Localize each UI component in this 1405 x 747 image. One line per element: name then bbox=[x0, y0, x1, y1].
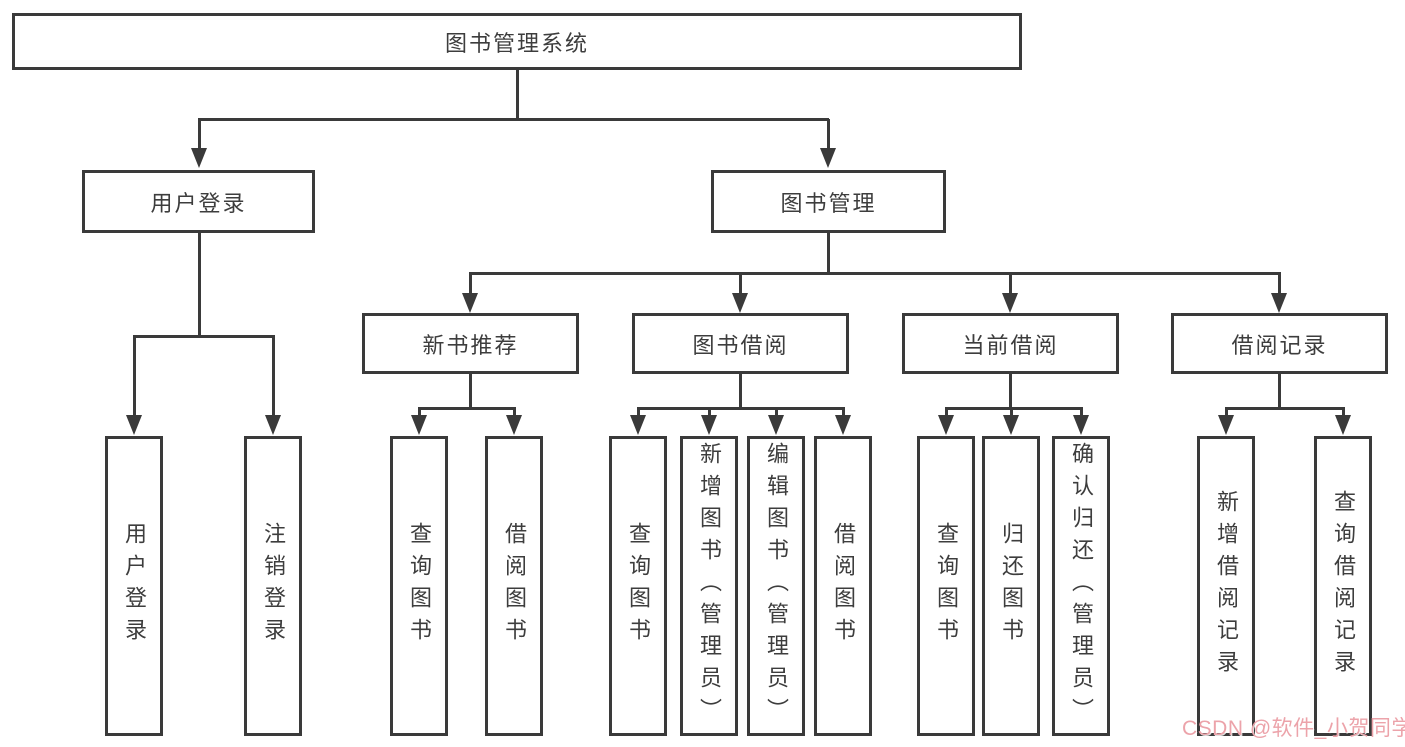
leaf-borrow-books-label: 借阅图书 bbox=[831, 522, 856, 650]
leaf-borrow-books: 借阅图书 bbox=[814, 436, 872, 736]
connector-recommendation-rail bbox=[417, 406, 516, 410]
arrowhead-leaf-recommend-borrow bbox=[506, 415, 522, 435]
connector-to-book-borrowing bbox=[738, 273, 742, 295]
node-borrowing-records: 借阅记录 bbox=[1171, 313, 1388, 374]
arrowhead-leaf-borrow-books bbox=[835, 415, 851, 435]
leaf-recommend-query-books: 查询图书 bbox=[390, 436, 448, 736]
leaf-return-books: 归还图书 bbox=[982, 436, 1040, 736]
connector-to-current-borrowing bbox=[1008, 273, 1012, 295]
node-library-management-system: 图书管理系统 bbox=[12, 13, 1022, 70]
connector-to-user-login bbox=[197, 119, 201, 152]
connector-current-borrowing-stem bbox=[1008, 373, 1012, 409]
connector-borrowing-records-rail bbox=[1224, 406, 1345, 410]
connector-to-leaf bbox=[841, 408, 845, 418]
leaf-recommend-query-books-label: 查询图书 bbox=[407, 522, 432, 650]
connector-to-leaf bbox=[1341, 408, 1345, 418]
connector-book-management-stem bbox=[826, 232, 830, 274]
leaf-user-login-label: 用户登录 bbox=[122, 522, 147, 650]
connector-borrowing-records-stem bbox=[1277, 373, 1281, 409]
arrowhead-recommendation bbox=[462, 293, 478, 313]
connector-to-leaf bbox=[512, 408, 516, 418]
arrowhead-book-borrowing bbox=[732, 293, 748, 313]
arrowhead-leaf-add-record bbox=[1218, 415, 1234, 435]
node-user-login-label: 用户登录 bbox=[150, 190, 247, 216]
leaf-logout-label: 注销登录 bbox=[261, 522, 286, 650]
arrowhead-leaf-query-record bbox=[1335, 415, 1351, 435]
connector-user-login-rail bbox=[132, 334, 275, 338]
node-current-borrowing-label: 当前借阅 bbox=[962, 332, 1059, 358]
leaf-query-borrow-record: 查询借阅记录 bbox=[1314, 436, 1372, 736]
connector-to-leaf bbox=[1079, 408, 1083, 418]
connector-book-borrowing-rail bbox=[636, 406, 845, 410]
node-book-borrowing-label: 图书借阅 bbox=[692, 332, 789, 358]
connector-to-leaf bbox=[944, 408, 948, 418]
connector-to-recommendation bbox=[468, 273, 472, 295]
connector-to-borrowing-records bbox=[1277, 273, 1281, 295]
connector-to-leaf-user-login bbox=[132, 336, 136, 417]
leaf-confirm-return-admin: 确认归还（管理员） bbox=[1052, 436, 1110, 736]
leaf-add-book-admin: 新增图书（管理员） bbox=[680, 436, 738, 736]
node-book-management-label: 图书管理 bbox=[780, 190, 877, 216]
leaf-borrow-query-books: 查询图书 bbox=[609, 436, 667, 736]
arrowhead-book-management bbox=[820, 148, 836, 168]
node-library-management-system-label: 图书管理系统 bbox=[444, 30, 589, 56]
node-current-borrowing: 当前借阅 bbox=[902, 313, 1119, 374]
leaf-current-query-books: 查询图书 bbox=[917, 436, 975, 736]
leaf-edit-book-admin-label: 编辑图书（管理员） bbox=[764, 442, 789, 730]
leaf-logout: 注销登录 bbox=[244, 436, 302, 736]
connector-current-borrowing-rail bbox=[944, 406, 1083, 410]
arrowhead-current-borrowing bbox=[1002, 293, 1018, 313]
node-book-borrowing: 图书借阅 bbox=[632, 313, 849, 374]
leaf-borrow-query-books-label: 查询图书 bbox=[626, 522, 651, 650]
arrowhead-leaf-current-query bbox=[938, 415, 954, 435]
arrowhead-leaf-edit-book bbox=[768, 415, 784, 435]
arrowhead-borrowing-records bbox=[1271, 293, 1287, 313]
leaf-recommend-borrow-books-label: 借阅图书 bbox=[502, 522, 527, 650]
node-borrowing-records-label: 借阅记录 bbox=[1231, 332, 1328, 358]
arrowhead-leaf-return-books bbox=[1003, 415, 1019, 435]
leaf-recommend-borrow-books: 借阅图书 bbox=[485, 436, 543, 736]
leaf-edit-book-admin: 编辑图书（管理员） bbox=[747, 436, 805, 736]
arrowhead-leaf-recommend-query bbox=[411, 415, 427, 435]
connector-to-leaf bbox=[1224, 408, 1228, 418]
connector-to-leaf bbox=[774, 408, 778, 418]
node-book-management: 图书管理 bbox=[711, 170, 946, 233]
leaf-add-borrow-record-label: 新增借阅记录 bbox=[1214, 490, 1239, 682]
arrowhead-user-login bbox=[191, 148, 207, 168]
arrowhead-leaf-confirm-return bbox=[1073, 415, 1089, 435]
leaf-confirm-return-admin-label: 确认归还（管理员） bbox=[1069, 442, 1094, 730]
connector-root-stem bbox=[515, 70, 519, 119]
node-new-book-recommendation: 新书推荐 bbox=[362, 313, 579, 374]
connector-recommendation-stem bbox=[468, 373, 472, 409]
leaf-add-book-admin-label: 新增图书（管理员） bbox=[697, 442, 722, 730]
node-new-book-recommendation-label: 新书推荐 bbox=[422, 332, 519, 358]
leaf-user-login: 用户登录 bbox=[105, 436, 163, 736]
csdn-watermark: CSDN @软件_小贺同学 bbox=[1182, 717, 1405, 740]
connector-level3-rail bbox=[468, 271, 1281, 275]
connector-to-leaf bbox=[417, 408, 421, 418]
connector-book-borrowing-stem bbox=[738, 373, 742, 409]
arrowhead-leaf-borrow-query bbox=[630, 415, 646, 435]
connector-to-leaf bbox=[636, 408, 640, 418]
node-user-login: 用户登录 bbox=[82, 170, 315, 233]
connector-to-leaf-logout bbox=[271, 336, 275, 417]
connector-to-leaf bbox=[1009, 408, 1013, 418]
leaf-add-borrow-record: 新增借阅记录 bbox=[1197, 436, 1255, 736]
connector-to-book-management bbox=[826, 119, 830, 152]
connector-level2-rail bbox=[197, 117, 829, 121]
arrowhead-leaf-user-login bbox=[126, 415, 142, 435]
leaf-current-query-books-label: 查询图书 bbox=[934, 522, 959, 650]
leaf-return-books-label: 归还图书 bbox=[999, 522, 1024, 650]
leaf-query-borrow-record-label: 查询借阅记录 bbox=[1331, 490, 1356, 682]
arrowhead-leaf-logout bbox=[265, 415, 281, 435]
connector-to-leaf bbox=[707, 408, 711, 418]
arrowhead-leaf-add-book bbox=[701, 415, 717, 435]
connector-user-login-stem bbox=[197, 232, 201, 336]
